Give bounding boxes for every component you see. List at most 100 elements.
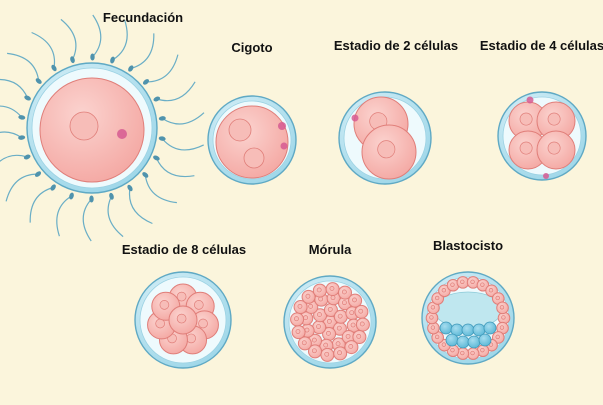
nucleus [442, 288, 446, 292]
sperm-head [109, 56, 115, 64]
inner-cell-mass-cell [484, 322, 496, 334]
nucleus [324, 343, 328, 347]
sperm-head [153, 96, 161, 103]
sperm-head [23, 95, 31, 102]
nucleus [460, 280, 464, 284]
sperm-tail [131, 33, 154, 68]
nucleus [496, 335, 500, 339]
sperm-tail [57, 196, 72, 236]
polar-body [543, 173, 549, 179]
sperm-head [126, 184, 133, 192]
nucleus [317, 312, 321, 316]
nucleus [346, 334, 350, 338]
nucleus [331, 296, 335, 300]
nucleus [304, 316, 308, 320]
sperm-head [90, 54, 94, 61]
polar-body [117, 129, 127, 139]
sperm-tail [61, 19, 76, 59]
nucleus [431, 326, 435, 330]
sperm-tail [146, 55, 178, 82]
nucleus [360, 322, 364, 326]
nucleus [317, 288, 321, 292]
nucleus [471, 280, 475, 284]
sperm-tail [162, 113, 204, 124]
nucleus [330, 286, 334, 290]
polar-body [352, 115, 359, 122]
nucleus [520, 142, 532, 154]
nucleus [316, 324, 320, 328]
sperm-tail [145, 175, 177, 203]
stage-blastocisto [422, 272, 514, 364]
nucleus [502, 316, 506, 320]
nucleus [177, 314, 186, 323]
sperm-tail [0, 106, 22, 117]
nucleus [351, 323, 355, 327]
sperm-tail [0, 155, 27, 174]
nucleus [338, 314, 342, 318]
sperm-head [18, 115, 26, 120]
polar-body [527, 97, 534, 104]
sperm-head [50, 64, 57, 72]
nucleus [357, 334, 361, 338]
nucleus [460, 351, 464, 355]
inner-cell-mass-cell [462, 324, 474, 336]
inner-cell-mass-cell [479, 334, 491, 346]
nucleus [337, 351, 341, 355]
nucleus [312, 349, 316, 353]
nucleus [359, 309, 363, 313]
nucleus [442, 343, 446, 347]
stage-cuatro-celulas [498, 92, 586, 180]
sperm-tail [156, 158, 194, 177]
sperm-tail [162, 139, 204, 150]
inner-cell-mass-cell [440, 322, 452, 334]
nucleus [327, 319, 331, 323]
nucleus [342, 290, 346, 294]
nucleus [199, 319, 208, 328]
label-morula: Mórula [309, 242, 352, 257]
sperm-tail [113, 20, 128, 60]
nucleus [350, 311, 354, 315]
nucleus [435, 296, 439, 300]
polar-body [281, 143, 288, 150]
polar-body [278, 122, 286, 130]
label-cigoto: Cigoto [231, 40, 272, 55]
sperm-tail [83, 199, 91, 241]
stage-cigoto [208, 96, 296, 184]
stage-fecundacion [0, 15, 204, 241]
sperm-head [127, 64, 135, 72]
nucleus [471, 351, 475, 355]
stage-ocho-celulas [135, 272, 231, 368]
inner-cell-mass-cell [457, 336, 469, 348]
label-fecundacion: Fecundación [103, 10, 183, 25]
stage-dos-celulas [339, 92, 431, 184]
nucleus [496, 296, 500, 300]
sperm-tail [108, 196, 123, 236]
nucleus [187, 334, 196, 343]
nucleus [500, 326, 504, 330]
sperm-tail [6, 174, 38, 201]
nucleus [481, 283, 485, 287]
nucleus [296, 329, 300, 333]
sperm-head [23, 154, 31, 161]
nucleus [309, 304, 313, 308]
stage-morula [284, 276, 376, 368]
sperm-tail [7, 53, 39, 81]
inner-cell-mass-cell [446, 334, 458, 346]
nucleus [336, 342, 340, 346]
nucleus [481, 348, 485, 352]
sperm-tail [93, 15, 101, 57]
pronucleus [229, 119, 251, 141]
sperm-head [49, 183, 57, 191]
nucleus [328, 307, 332, 311]
sperm-tail [0, 79, 28, 98]
sperm-tail [129, 188, 152, 224]
nucleus [352, 298, 356, 302]
nucleus [451, 283, 455, 287]
label-estadio-4: Estadio de 4 células [480, 38, 603, 53]
label-blastocisto: Blastocisto [433, 238, 503, 253]
nucleus [548, 142, 560, 154]
nucleus [294, 317, 298, 321]
nucleus [451, 348, 455, 352]
nucleus [306, 294, 310, 298]
nucleus [325, 352, 329, 356]
